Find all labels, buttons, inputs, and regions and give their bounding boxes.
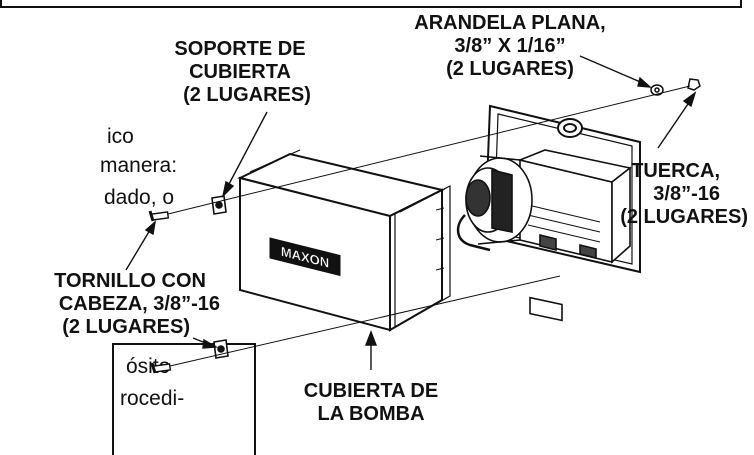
label-cover-bracket: SOPORTE DE CUBIERTA (2 LUGARES) xyxy=(138,38,342,107)
pump-motor xyxy=(517,149,632,322)
label-pump-cover: CUBIERTA DE LA BOMBA xyxy=(286,380,456,426)
bolt-top xyxy=(148,210,170,222)
body-text-line-1: ico xyxy=(107,125,134,148)
label-flat-washer-line-1: ARANDELA PLANA, xyxy=(414,12,606,34)
label-pump-cover-line-2: LA BOMBA xyxy=(317,403,425,425)
label-bolt-line-1: TORNILLO CON xyxy=(54,270,206,292)
label-cover-bracket-line-3: (2 LUGARES) xyxy=(183,84,311,106)
label-nut-line-2: 3/8”-16 xyxy=(653,183,720,205)
label-flat-washer-line-3: (2 LUGARES) xyxy=(446,58,574,80)
alignment-lines xyxy=(167,85,691,367)
label-nut-line-1: TUERCA, xyxy=(631,160,720,182)
note-text-line-1: ósito xyxy=(126,355,171,378)
label-nut-line-3: (2 LUGARES) xyxy=(620,206,748,228)
nut xyxy=(687,78,701,91)
note-box-border xyxy=(112,343,256,455)
cover-bracket-top xyxy=(211,195,227,215)
label-flat-washer-line-2: 3/8” X 1/16” xyxy=(454,35,566,57)
label-nut: TUERCA, 3/8”-16 (2 LUGARES) xyxy=(588,160,748,229)
top-frame-border xyxy=(0,0,742,8)
body-text-line-3: dado, o xyxy=(104,186,175,209)
label-bolt-line-3: (2 LUGARES) xyxy=(62,316,190,338)
label-bolt-line-2: CABEZA, 3/8”-16 xyxy=(58,293,220,315)
label-cover-bracket-line-1: SOPORTE DE xyxy=(174,38,306,60)
bolt-bottom xyxy=(150,362,172,374)
label-flat-washer: ARANDELA PLANA, 3/8” X 1/16” (2 LUGARES) xyxy=(360,12,660,81)
label-cover-bracket-line-2: CUBIERTA xyxy=(189,61,291,83)
leader-lines xyxy=(125,55,697,370)
body-text-line-2: manera: xyxy=(100,154,178,177)
label-pump-cover-line-1: CUBIERTA DE xyxy=(303,380,439,402)
pump-cover-exploded-view: MAXON xyxy=(125,55,701,374)
motor-housing-left xyxy=(456,155,533,252)
label-bolt: TORNILLO CON CABEZA, 3/8”-16 (2 LUGARES) xyxy=(20,270,220,339)
note-text-line-2: rocedi- xyxy=(120,387,185,410)
flat-washer xyxy=(650,84,664,96)
